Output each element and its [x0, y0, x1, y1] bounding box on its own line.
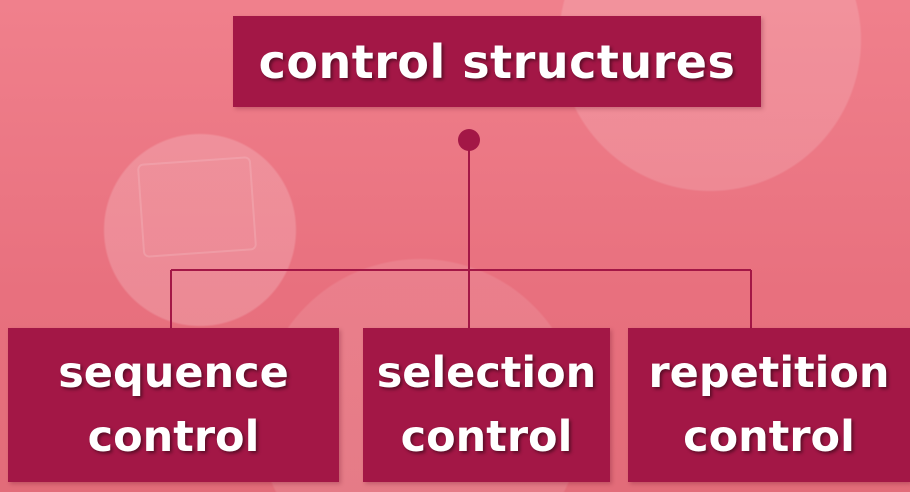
node-label-line1: sequence	[58, 348, 289, 398]
node-label-line1: repetition	[648, 348, 890, 398]
node-label-line2: control	[400, 412, 573, 462]
node-label-line2: control	[87, 412, 260, 462]
root-node-control-structures: control structures	[233, 16, 761, 107]
node-label-line2: control	[683, 412, 855, 462]
node-repetition-control: repetition control	[628, 328, 910, 482]
root-junction-dot	[458, 129, 480, 151]
node-sequence-control: sequence control	[8, 328, 339, 482]
node-label-line1: selection	[376, 348, 597, 398]
node-selection-control: selection control	[363, 328, 610, 482]
root-node-label: control structures	[258, 34, 736, 89]
